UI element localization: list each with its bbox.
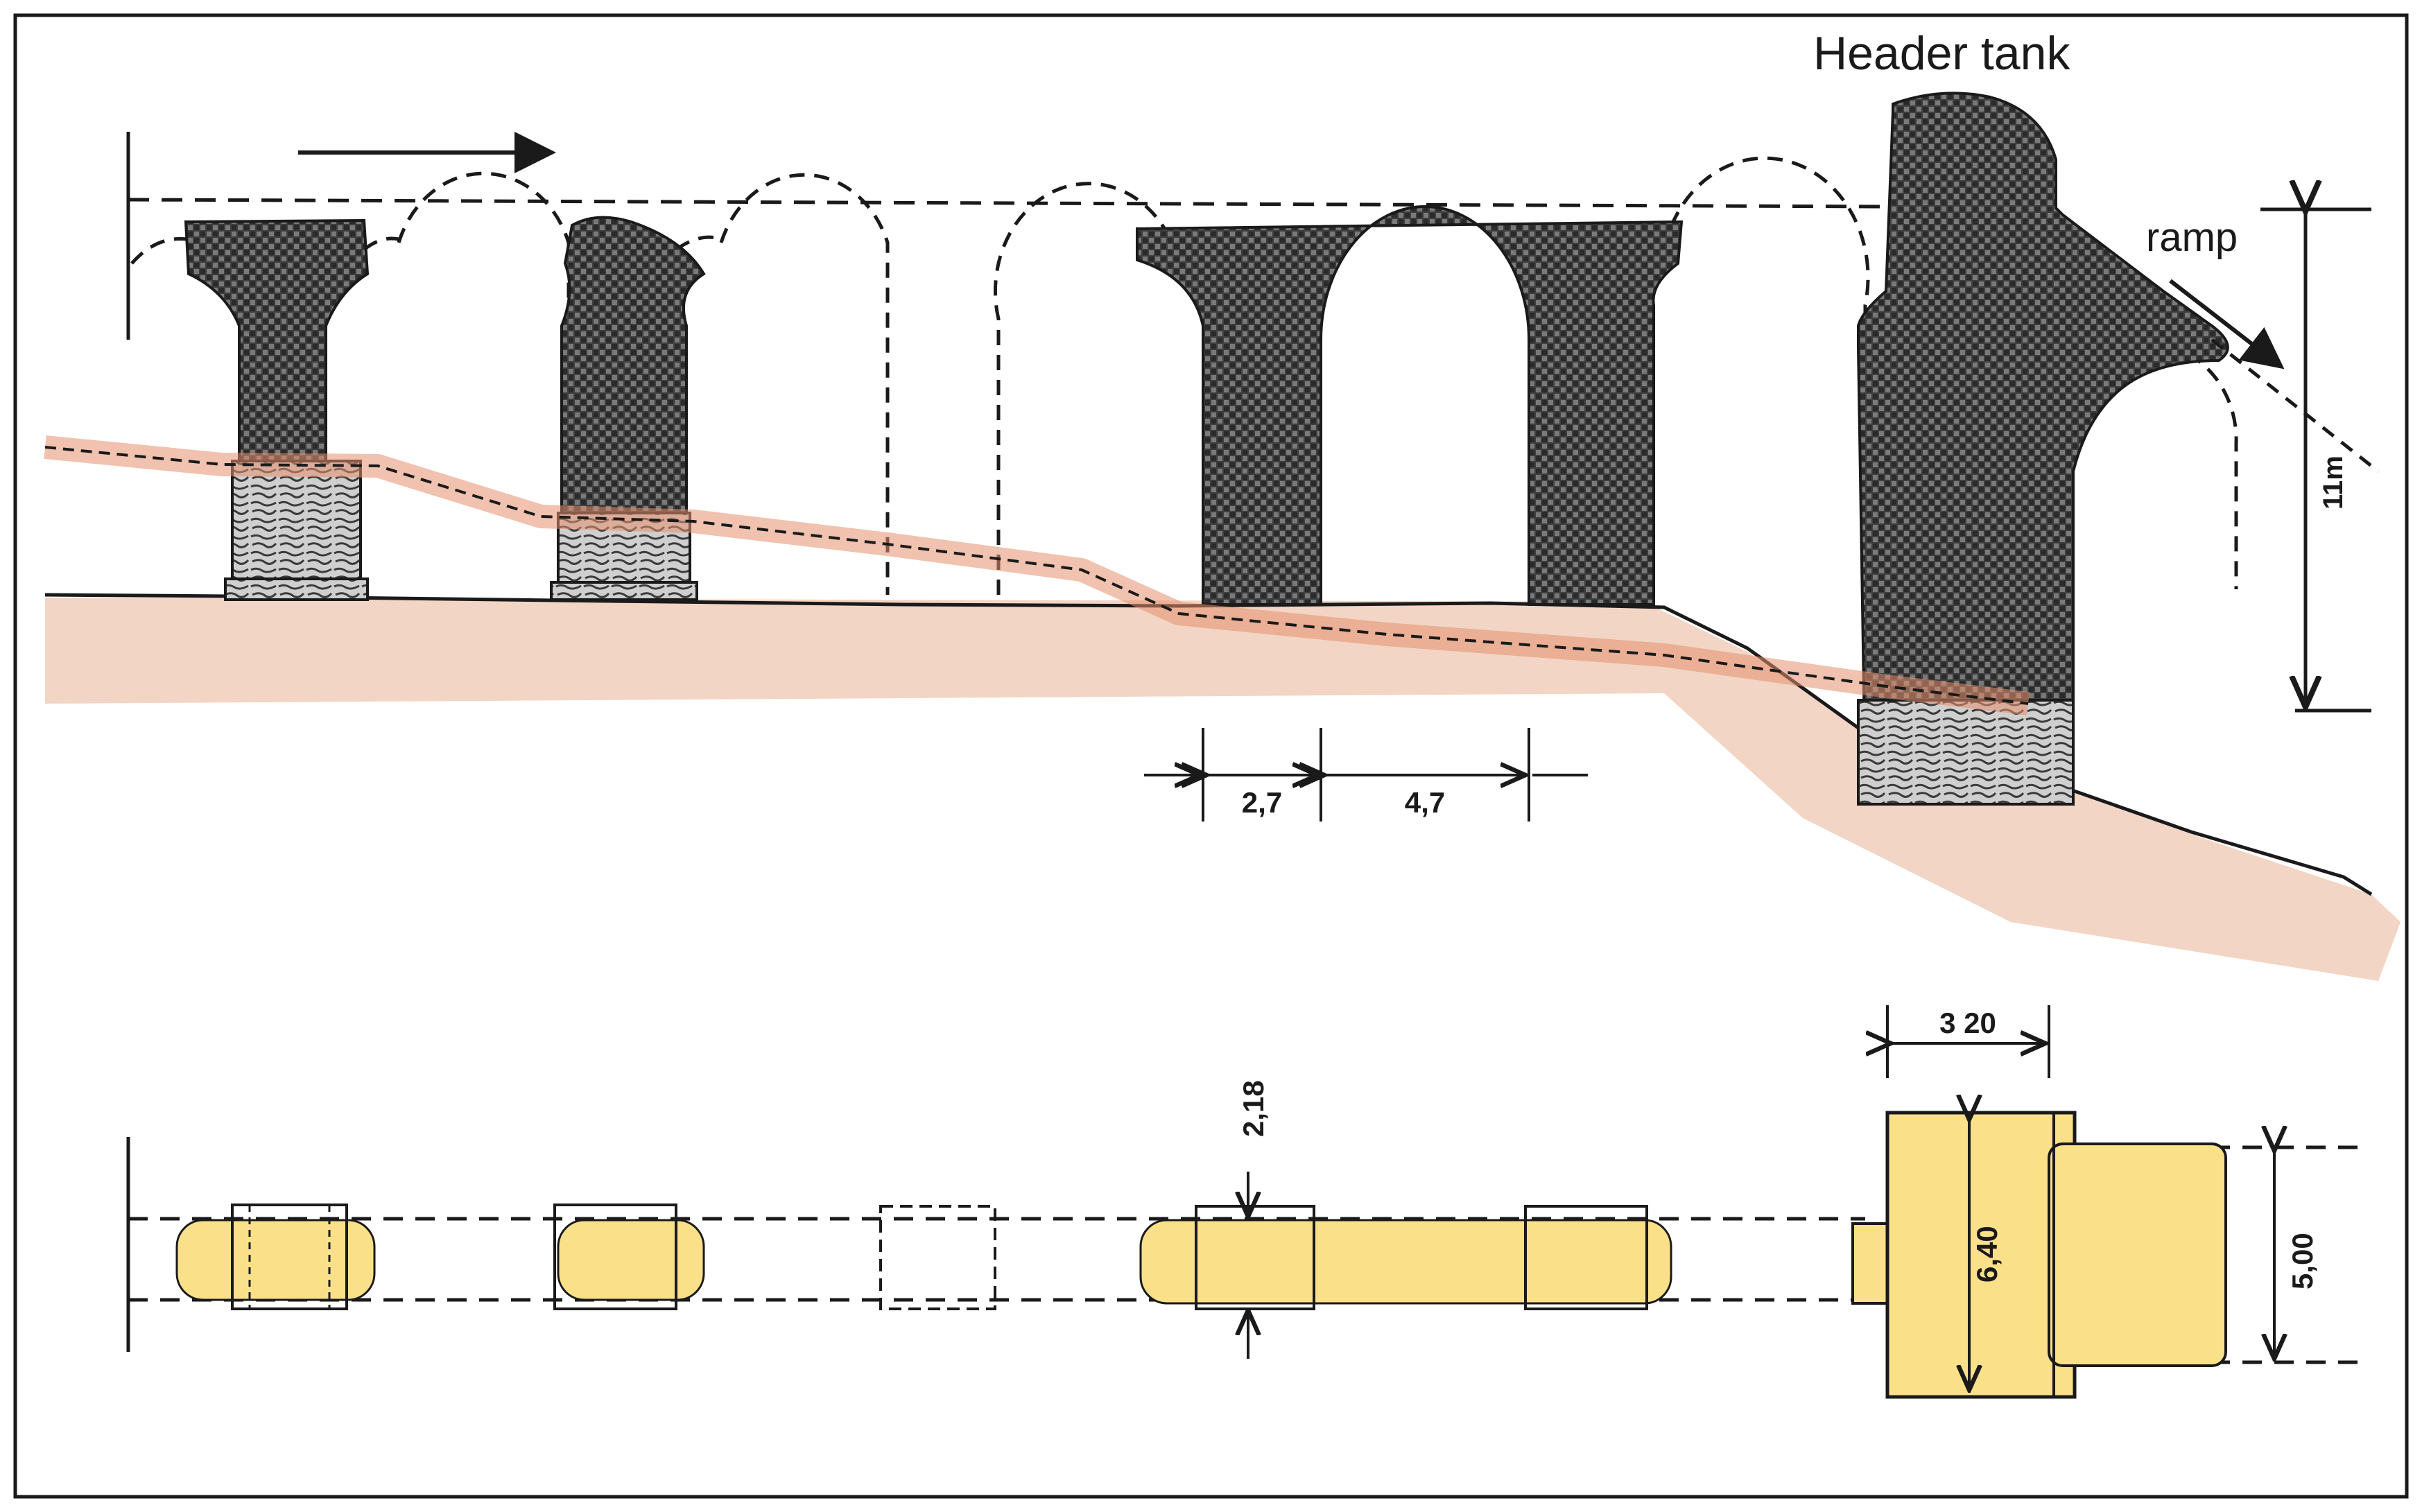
height-dimension xyxy=(2260,209,2371,713)
header-tank-tower xyxy=(1857,92,2229,806)
header-tank-label: Header tank xyxy=(1813,27,2070,80)
pier-width-label: 2,7 xyxy=(1242,786,1282,819)
ramp-label: ramp xyxy=(2146,215,2238,260)
pier-2 xyxy=(550,216,706,601)
channel-top-dashed xyxy=(128,198,1887,209)
pier-1 xyxy=(184,218,370,601)
arrow-down-right-icon xyxy=(2169,279,2285,370)
plan-pier-2 xyxy=(553,1203,705,1310)
plan-pier-1 xyxy=(175,1203,376,1310)
plan-arch-block xyxy=(1139,1205,1672,1310)
tank-depth-label: 6,40 xyxy=(1971,1226,2003,1283)
water-line-dashed xyxy=(44,446,2029,705)
ground-profile-fill xyxy=(45,598,2401,981)
plan-pier-3-missing xyxy=(879,1205,996,1310)
pier-3-arch-block xyxy=(1136,205,1684,606)
tank-width-label: 3 20 xyxy=(1939,1007,1996,1039)
pier-depth-label: 2,18 xyxy=(1237,1080,1270,1137)
plan-header-tank xyxy=(1851,1111,2227,1399)
channel-width-label: 5,00 xyxy=(2286,1233,2319,1289)
figure-border xyxy=(13,13,2409,1499)
span-dimensions xyxy=(1144,728,1588,822)
height-dimension-label: 11m xyxy=(2318,455,2349,510)
arch-span-label: 4,7 xyxy=(1405,786,1445,819)
plan-tank-width-dimension xyxy=(1887,1005,2050,1078)
